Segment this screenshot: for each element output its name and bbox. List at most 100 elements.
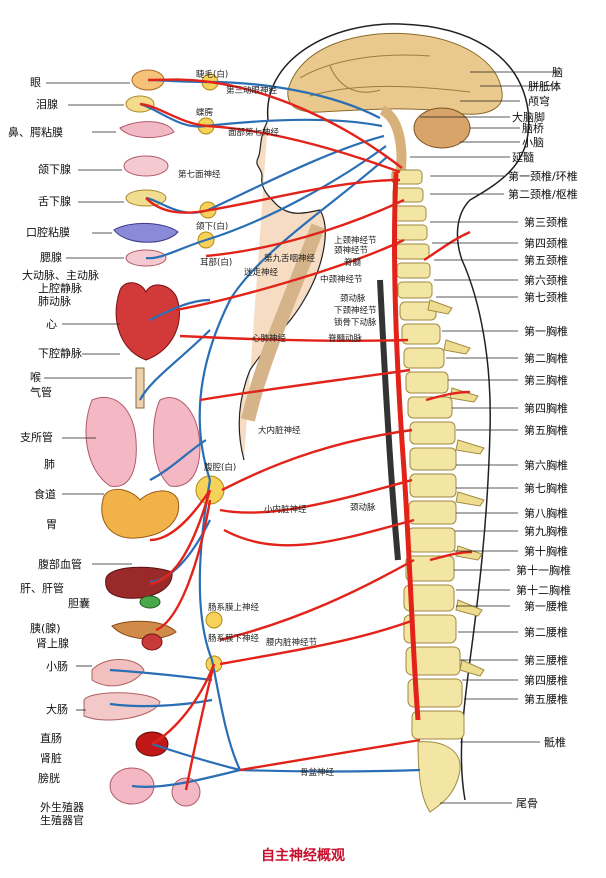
label-cervical-ganglion: 颈神经节: [334, 246, 369, 256]
label-cerebellum: 小脑: [522, 136, 544, 149]
body-outline: [267, 23, 530, 801]
label-l1: 第一腰椎: [524, 600, 568, 613]
label-corpus-callosum: 胼胝体: [528, 80, 561, 93]
label-c6: 第六颈椎: [524, 274, 568, 287]
label-esophagus: 食道: [34, 488, 56, 501]
label-external-genitalia: 外生殖器: [40, 801, 84, 814]
label-stomach: 胃: [46, 518, 57, 531]
liver: [105, 566, 173, 599]
label-facial-nerve: 面部第七神经: [228, 128, 280, 138]
label-cardiopulmonary-nerve: 心肺神经: [252, 334, 287, 344]
small-intestine: [91, 659, 145, 687]
label-sublingual-gland: 舌下腺: [38, 195, 71, 208]
label-large-intestine: 大肠: [46, 703, 68, 716]
label-bladder: 膀胱: [38, 772, 60, 785]
spine: [391, 169, 465, 813]
label-glossopharyngeal-nerve: 第九舌咽神经: [264, 254, 316, 264]
face-profile: [238, 119, 326, 461]
label-t6: 第六胸椎: [524, 459, 568, 472]
label-adrenal-gland: 肾上腺: [36, 637, 69, 650]
label-oral-mucosa: 口腔粘膜: [26, 226, 70, 239]
label-larynx: 喉: [30, 371, 41, 384]
label-carotid-artery-lower: 颈动脉: [350, 503, 376, 513]
lungs: [85, 396, 201, 487]
label-ciliary: 睫毛(白): [196, 70, 229, 80]
label-t5: 第五胸椎: [524, 424, 568, 437]
label-small-intestine: 小肠: [46, 660, 68, 673]
label-c7: 第七颈椎: [524, 291, 568, 304]
large-intestine: [83, 692, 161, 721]
label-t8: 第八胸椎: [524, 507, 568, 520]
label-pelvic-nerve: 骨盆神经: [300, 768, 335, 778]
page-title: 自主神经概观: [261, 848, 345, 864]
label-gallbladder: 胆囊: [68, 597, 90, 610]
label-carotid-artery: 颈动脉: [340, 294, 366, 304]
sympathetic-nerves: [139, 78, 473, 791]
brain: [287, 32, 503, 115]
label-superior-cervical-ganglion: 上颈神经节: [334, 236, 377, 246]
label-t10: 第十胸椎: [524, 545, 568, 558]
label-coccyx: 尾骨: [516, 797, 538, 810]
label-inferior-vena-cava: 下腔静脉: [38, 347, 82, 360]
label-lesser-splanchnic-nerve: 小内脏神经: [264, 505, 307, 515]
label-eye: 眼: [30, 76, 41, 89]
label-superior-mesenteric-nerve: 肠系膜上神经: [208, 603, 260, 613]
label-heart: 心: [46, 318, 57, 331]
label-sacrum: 骶椎: [544, 736, 566, 749]
organs: [83, 69, 225, 807]
label-t1: 第一胸椎: [524, 325, 568, 338]
label-reproductive-organs: 生殖器官: [40, 814, 84, 827]
label-pons: 脑桥: [522, 122, 544, 135]
label-c5: 第五颈椎: [524, 254, 568, 267]
label-medulla: 延髓: [512, 151, 534, 164]
stomach: [101, 488, 180, 539]
label-c3: 第三颈椎: [524, 216, 568, 229]
label-inferior-cervical-ganglion: 下颈神经节: [334, 306, 377, 316]
leader-lines: [44, 71, 560, 804]
label-t9: 第九胸椎: [524, 525, 568, 538]
label-lung: 肺: [44, 458, 55, 471]
label-submandibular-ganglion: 颌下(白): [196, 222, 229, 232]
label-aorta: 大动脉、主动脉: [22, 269, 99, 282]
label-c1: 第一颈椎/环椎: [508, 170, 578, 183]
label-submandibular-gland: 颌下腺: [38, 163, 71, 176]
label-t7: 第七胸椎: [524, 482, 568, 495]
label-pulmonary-artery: 肺动脉: [38, 295, 71, 308]
label-t12: 第十二胸椎: [516, 584, 571, 597]
label-c2: 第二颈椎/枢椎: [508, 188, 578, 201]
label-celiac-ganglion: 腹腔(白): [204, 463, 237, 473]
label-spinal-cord: 脊髓: [344, 258, 362, 268]
label-middle-cervical-ganglion: 中颈神经节: [320, 275, 363, 285]
label-parotid-gland: 腮腺: [40, 251, 62, 264]
label-t4: 第四胸椎: [524, 402, 568, 415]
label-oculomotor-nerve: 第三动眼神经: [226, 86, 278, 96]
label-cranial-vault: 颅穹: [528, 95, 550, 108]
label-cerebral-peduncle: 大脑脚: [512, 111, 545, 124]
heart: [115, 282, 180, 361]
label-l2: 第二腰椎: [524, 626, 568, 639]
label-c4: 第四颈椎: [524, 237, 568, 250]
label-kidney: 肾脏: [40, 752, 62, 765]
label-spinal-artery: 脊髓动脉: [328, 334, 363, 344]
label-l3: 第三腰椎: [524, 654, 568, 667]
label-nasal-palatal-mucosa: 鼻、腭粘膜: [8, 126, 63, 139]
label-trachea: 气管: [30, 386, 52, 399]
label-pterygopalatine: 蝶腭: [196, 108, 214, 118]
label-lumbar-splanchnic-ganglion: 腰内脏神经节: [266, 638, 318, 648]
label-inferior-mesenteric-nerve: 肠系膜下神经: [208, 634, 260, 644]
label-brain: 脑: [552, 66, 563, 79]
label-t3: 第三胸椎: [524, 374, 568, 387]
label-subclavian-artery: 锁骨下动脉: [334, 318, 377, 328]
label-t2: 第二胸椎: [524, 352, 568, 365]
label-l4: 第四腰椎: [524, 674, 568, 687]
label-lacrimal-gland: 泪腺: [36, 98, 58, 111]
label-pancreas: 胰(腺): [30, 622, 61, 635]
spinal-cord: [391, 171, 421, 721]
label-superior-vena-cava: 上腔静脉: [38, 282, 82, 295]
label-vagus-nerve: 迷走神经: [244, 268, 279, 278]
label-rectum: 直肠: [40, 732, 62, 745]
label-abdominal-vessels: 腹部血管: [38, 558, 82, 571]
label-bronchi: 支所管: [20, 431, 53, 444]
